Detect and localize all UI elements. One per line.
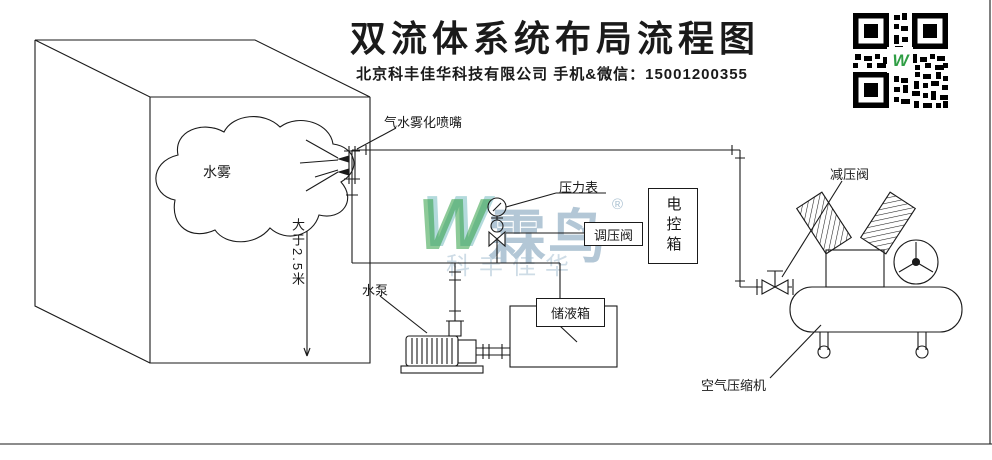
regulating-valve-symbol: [488, 219, 506, 248]
air-compressor-symbol: [789, 191, 963, 359]
reducing-valve-label: 减压阀: [830, 167, 870, 182]
air-compressor-label: 空气压缩机: [701, 378, 767, 393]
registered-trademark-symbol: ®: [612, 196, 624, 213]
qr-code-image: W: [853, 13, 948, 108]
reducing-valve-symbol: [756, 270, 794, 295]
room-box: [34, 39, 371, 364]
company-contact-line: 北京科丰佳华科技有限公司 手机&微信：15001200355: [356, 66, 748, 83]
pressure-gauge-label: 压力表: [559, 180, 599, 195]
qr-finder-patterns: [853, 13, 948, 108]
spray-nozzle-symbol: [299, 139, 360, 192]
qr-center-logo: W: [887, 47, 913, 73]
piping: [346, 145, 792, 321]
control-box-label: 电控箱: [648, 188, 698, 264]
water-pump-symbol: [400, 320, 510, 374]
qr-modules: [853, 13, 948, 108]
qr-logo-letter: W: [892, 51, 910, 70]
water-mist-label: 水雾: [203, 164, 231, 180]
control-box-label-text: 电控箱: [664, 196, 682, 256]
leader-lines: [356, 127, 843, 379]
frame-lines: [0, 0, 992, 445]
pressure-gauge-symbol: [487, 197, 507, 220]
linniao-logo: W: [418, 185, 486, 265]
storage-tank-label: 储液箱: [536, 298, 605, 327]
watermark-sub-brand-text: 科丰佳华: [446, 253, 578, 280]
regulating-valve-label: 调压阀: [584, 222, 643, 246]
min-height-label: 大于2.5米: [290, 218, 305, 288]
nozzle-label: 气水雾化喷嘴: [384, 115, 463, 130]
page-title: 双流体系统布局流程图: [349, 19, 761, 59]
mist-cloud: [155, 116, 355, 243]
water-pump-label: 水泵: [362, 283, 389, 298]
qr-code: W: [853, 13, 948, 108]
